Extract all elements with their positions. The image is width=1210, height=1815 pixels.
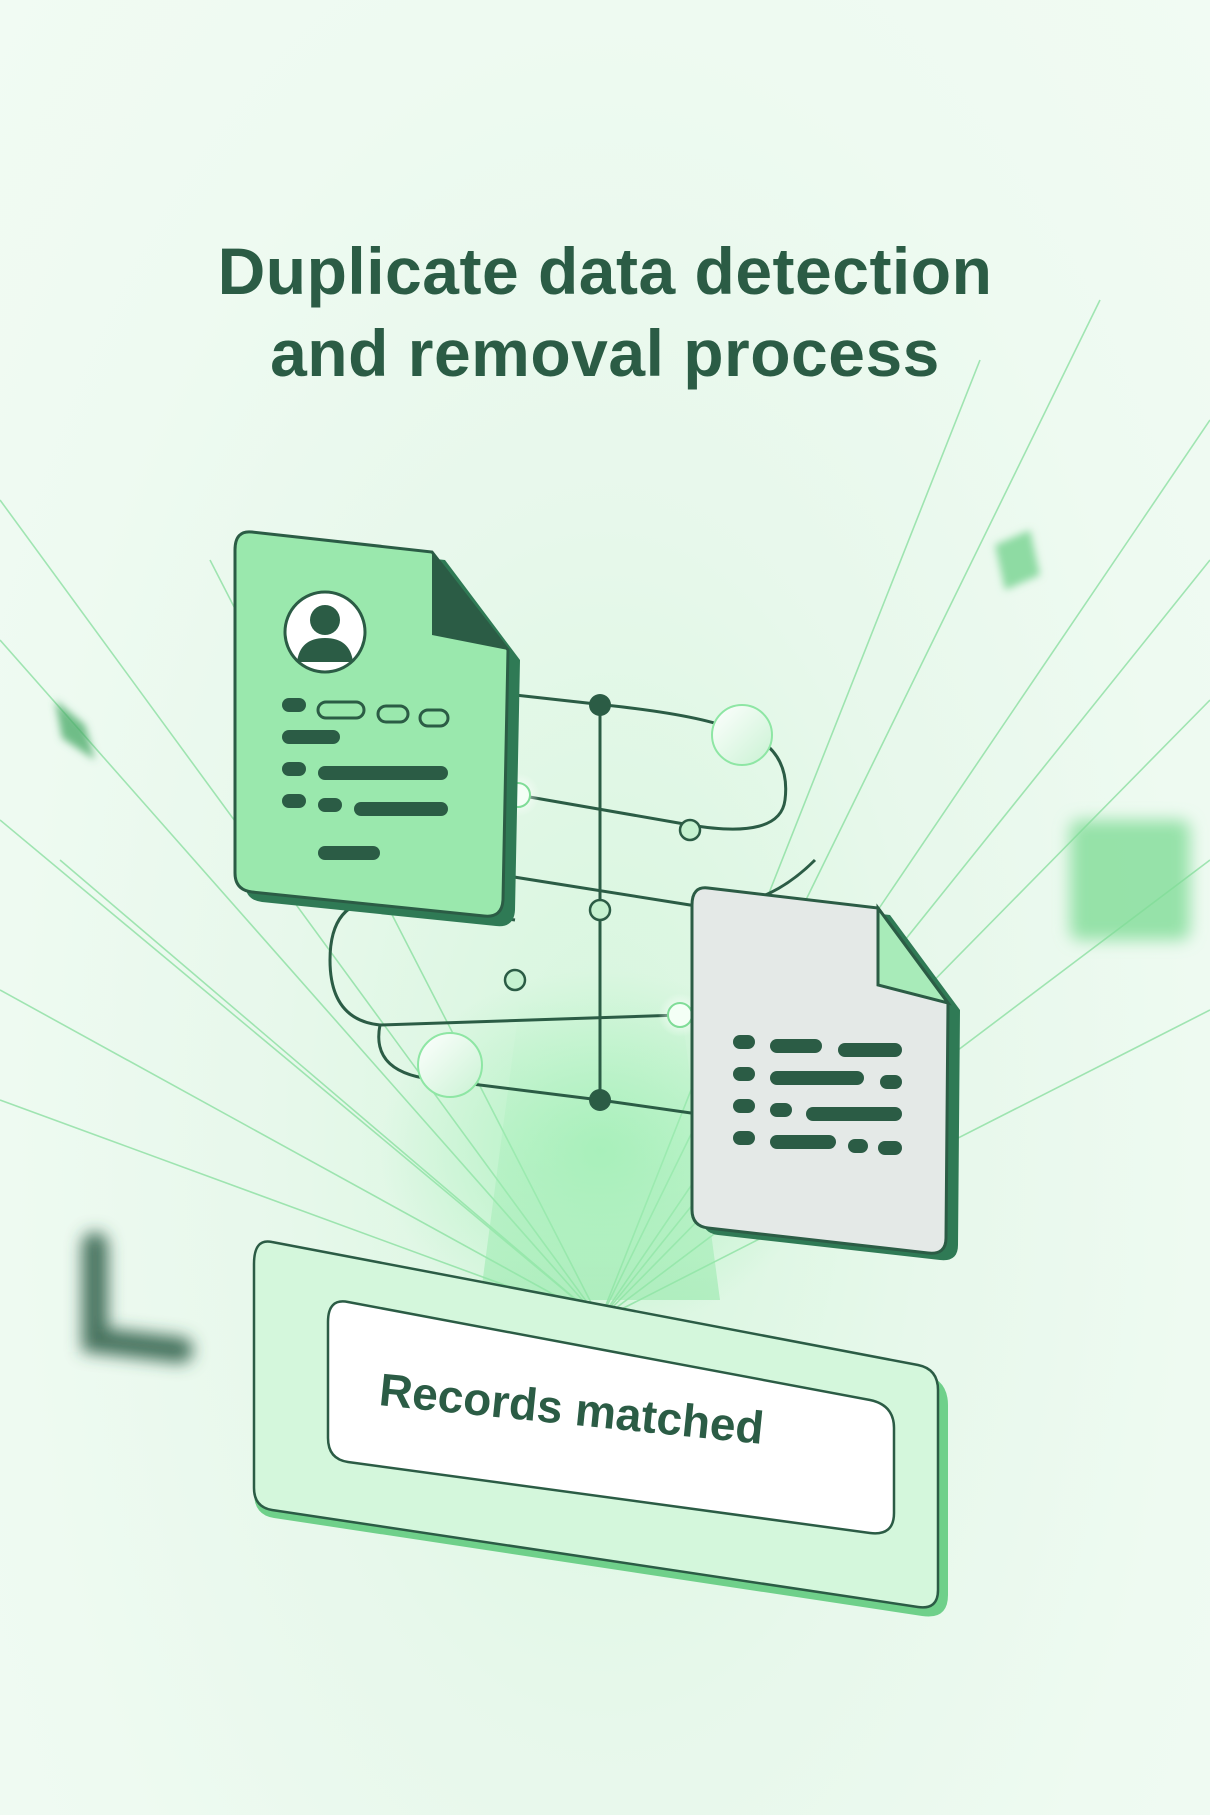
profile-text-lines — [282, 698, 448, 860]
page-title-line-2: and removal process — [270, 316, 940, 391]
result-label-box: Records matched — [326, 1300, 896, 1535]
user-profile-document-icon — [233, 530, 520, 927]
page-title: Duplicate data detection and removal pro… — [0, 230, 1210, 394]
page-title-line-1: Duplicate data detection — [217, 234, 993, 309]
floating-corner-shape — [82, 1232, 193, 1363]
network-nodes — [417, 694, 773, 1111]
duplicate-text-lines — [733, 1035, 902, 1155]
duplicate-document-icon — [690, 886, 960, 1261]
floating-cube-left — [55, 700, 95, 760]
floating-cube-top-right — [995, 530, 1040, 590]
profile-field-pills — [316, 700, 450, 728]
floating-cube-right — [1070, 820, 1190, 940]
